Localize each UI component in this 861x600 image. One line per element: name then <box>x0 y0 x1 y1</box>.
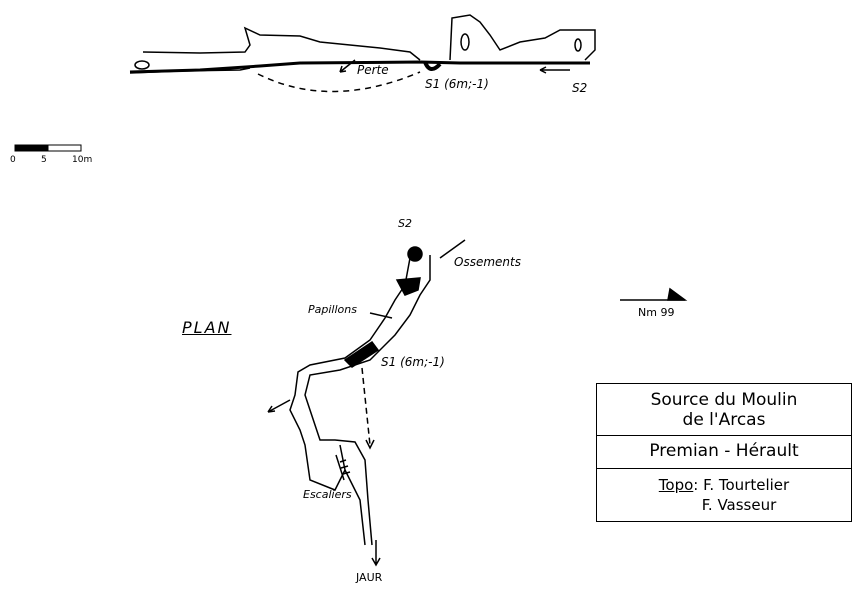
papillons-arrow <box>369 312 393 319</box>
north-label: Nm 99 <box>638 306 675 319</box>
scale-tick-5: 5 <box>41 155 47 165</box>
dashed-route <box>361 367 371 446</box>
boulder <box>134 60 150 70</box>
scale-bar <box>14 144 82 152</box>
profile-s1-label: S1 (6m;-1) <box>425 77 489 91</box>
profile-section <box>129 14 596 93</box>
north-arrow-head <box>667 287 688 301</box>
perte-label: Perte <box>357 63 389 77</box>
plan-black-zone <box>395 277 421 296</box>
plan-section <box>267 239 688 567</box>
plan-title: PLAN <box>182 318 232 337</box>
plan-gallery-right-wall <box>304 255 431 546</box>
exit-arrow-jaur <box>371 540 381 567</box>
ossements-arrow <box>439 239 466 259</box>
exit-arrow-left <box>267 399 291 413</box>
sump-s2 <box>407 246 423 262</box>
profile-lower-wall <box>129 67 251 74</box>
plan-lower-branch <box>344 469 366 546</box>
pillar <box>574 38 582 52</box>
author-1: F. Tourtelier <box>703 476 790 494</box>
papillons-label: Papillons <box>308 303 357 316</box>
cave-name-line1: Source du Moulin <box>650 390 798 410</box>
perte-dashed-route <box>257 71 421 93</box>
location: Premian - Hérault <box>597 436 851 469</box>
plan-s1-label: S1 (6m;-1) <box>381 355 445 369</box>
title-block: Source du Moulin de l'Arcas Premian - Hé… <box>596 383 852 522</box>
topo-label: Topo <box>658 476 694 494</box>
escaliers-label: Escaliers <box>303 488 352 501</box>
profile-ceiling <box>142 14 596 61</box>
profile-sump-s1 <box>423 61 442 71</box>
jaur-label: Jaur <box>356 571 383 584</box>
plan-gallery-left-wall <box>289 257 411 491</box>
plan-s2-label: S2 <box>398 217 412 230</box>
ossements-label: Ossements <box>454 255 521 269</box>
cave-name-line2: de l'Arcas <box>682 410 766 430</box>
flow-arrow <box>539 66 570 74</box>
pillar <box>460 33 470 51</box>
profile-s2-label: S2 <box>572 81 588 95</box>
perte-arrow <box>339 59 356 73</box>
escaliers-stairs <box>335 454 351 481</box>
scale-tick-10m: 10m <box>72 155 93 165</box>
sump-s1 <box>343 340 380 368</box>
author-2: F. Vasseur <box>701 496 777 514</box>
scale-tick-0: 0 <box>10 155 16 165</box>
